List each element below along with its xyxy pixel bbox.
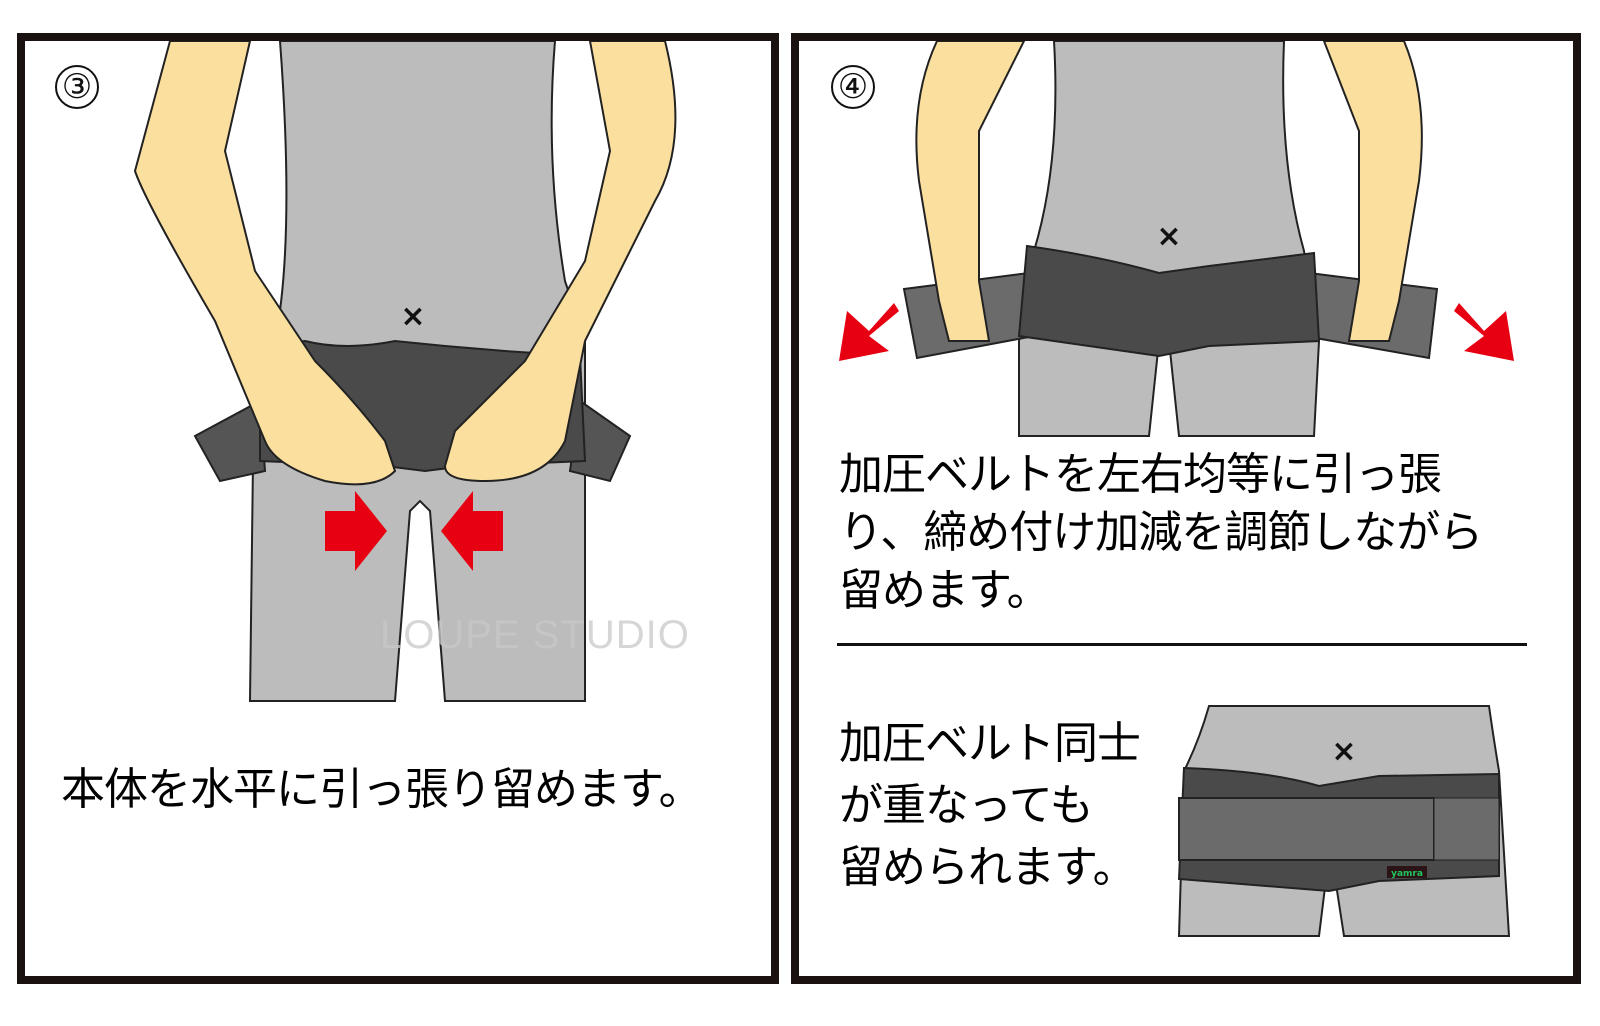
overlap-note: 加圧ベルト同士 が重なっても 留められます。 <box>839 713 1179 899</box>
step-3-illustration: × <box>133 41 677 702</box>
arrow-right-out-icon <box>1454 303 1514 361</box>
step-4-panel: × yamra × ④ 加圧ベルトを左右均等に引っ張 り、締め付け加減を調節しな… <box>791 33 1581 984</box>
step-4-caption: 加圧ベルトを左右均等に引っ張 り、締め付け加減を調節しながら 留めます。 <box>839 446 1529 620</box>
navel-mark: × <box>400 299 425 334</box>
step-3-caption: 本体を水平に引っ張り留めます。 <box>61 764 703 815</box>
step-number-badge: ③ <box>55 65 99 109</box>
arrow-right-icon <box>325 491 387 571</box>
note-line: が重なっても <box>839 780 1094 831</box>
caption-line: 留めます。 <box>839 565 1051 616</box>
step-4-illustration: × yamra × <box>839 41 1514 937</box>
caption-line: り、締め付け加減を調節しながら <box>839 507 1483 558</box>
navel-mark: × <box>1156 219 1181 254</box>
note-line: 加圧ベルト同士 <box>839 718 1141 769</box>
step-3-panel: × ③ LOUPE STUDIO 本体を水平に引っ張り留めます。 <box>17 33 779 984</box>
divider <box>837 643 1527 646</box>
overlap-illustration: yamra × <box>1177 705 1511 937</box>
watermark: LOUPE STUDIO <box>380 613 690 657</box>
brand-label: yamra <box>1391 869 1423 879</box>
step-number-badge: ④ <box>831 65 875 109</box>
caption-line: 加圧ベルトを左右均等に引っ張 <box>839 449 1442 500</box>
arrow-left-icon <box>441 491 503 571</box>
navel-mark-small: × <box>1331 734 1356 769</box>
note-line: 留められます。 <box>839 842 1137 893</box>
arrow-left-out-icon <box>839 303 899 361</box>
